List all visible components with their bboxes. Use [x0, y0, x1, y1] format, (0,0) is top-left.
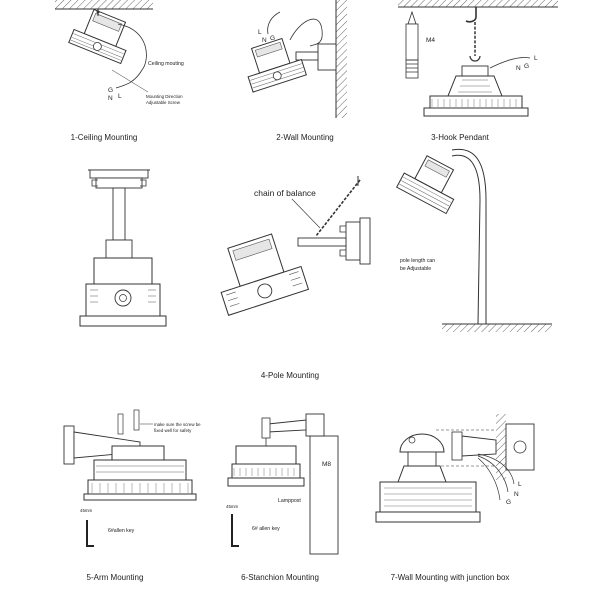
mounting-direction-note: Mounting Direction [146, 94, 183, 99]
wire-g-label: G [524, 63, 529, 70]
wire-n-label: N [516, 65, 521, 72]
ceiling-surface [398, 0, 558, 7]
wire-n-label: N [514, 491, 519, 498]
wall-box-mounting-diagram: L N G [375, 414, 535, 523]
wire-g-label: G [506, 499, 511, 506]
lamppost-label: Lamppost [278, 498, 301, 504]
wall-lamp [247, 37, 307, 93]
wire-g-label: G [270, 35, 275, 42]
caption-arm: 5-Arm Mounting [87, 573, 144, 582]
chain-of-balance-label: chain of balance [254, 188, 316, 198]
pole-curved-lamp: pole length can be Adjustable [396, 148, 552, 332]
allen-key-label: 6# allen key [252, 526, 280, 532]
allen-key-label: 6#allen key [108, 528, 135, 534]
wire-l-label: L [518, 481, 522, 488]
pole-length-note: pole length can [400, 258, 435, 264]
wire-g-label: G [108, 87, 113, 94]
m8-bolt-label: M8 [322, 461, 331, 468]
pole-chain-lamp: chain of balance [220, 176, 371, 316]
arm-mounting-diagram: make sure the screw be fixed well for sa… [63, 409, 201, 547]
curved-pole [451, 154, 481, 325]
wire-l-label: L [534, 55, 538, 62]
balance-chain [315, 179, 361, 237]
wire-l-label: L [258, 29, 262, 36]
eye-bolt [405, 10, 419, 79]
pole-adjustable-note: be Adjustable [400, 266, 431, 272]
ceiling-lamp [68, 8, 127, 65]
adjustable-screw-note: Adjustable Screw [146, 100, 181, 105]
hook-pendant-diagram: M4 L N G [398, 0, 558, 117]
ceiling-mounting-label: Ceiling mouting [148, 61, 184, 67]
caption-pole: 4-Pole Mounting [261, 371, 319, 380]
caption-ceiling: 1-Ceiling Mounting [71, 133, 138, 142]
allen-key-icon [86, 520, 94, 547]
ceiling-surface [55, 0, 153, 9]
lamppost [309, 435, 339, 555]
caption-hook: 3-Hook Pendant [431, 133, 490, 142]
caption-stanchion: 6-Stanchion Mounting [241, 573, 319, 582]
wall-mounting-diagram: L N G [247, 0, 347, 118]
ground-surface [442, 324, 552, 332]
wire-n-label: N [108, 95, 113, 102]
pole-bracket-lamp [79, 169, 167, 327]
allen-key-size: 45mm [226, 504, 239, 509]
caption-wall: 2-Wall Mounting [276, 133, 334, 142]
allen-key-icon [231, 514, 239, 547]
wall-surface [496, 414, 506, 480]
hook-lamp [423, 65, 529, 117]
wire-l-label: L [118, 93, 122, 100]
ceiling-mounting-diagram: Ceiling mouting G N L Mounting Direction… [55, 0, 184, 105]
screw-safety-note-2: fixed well for safety [154, 428, 192, 433]
pole-stem [112, 187, 126, 241]
wire-n-label: N [262, 37, 267, 44]
allen-key-size: 45mm [80, 508, 93, 513]
stanchion-mounting-diagram: M8 Lamppost 45mm 6# allen key [226, 413, 339, 555]
m4-bolt-label: M4 [426, 37, 435, 44]
screw-safety-note-1: make sure the screw be [154, 422, 201, 427]
wall-surface [336, 0, 347, 118]
caption-wall-box: 7-Wall Mounting with junction box [391, 573, 510, 582]
